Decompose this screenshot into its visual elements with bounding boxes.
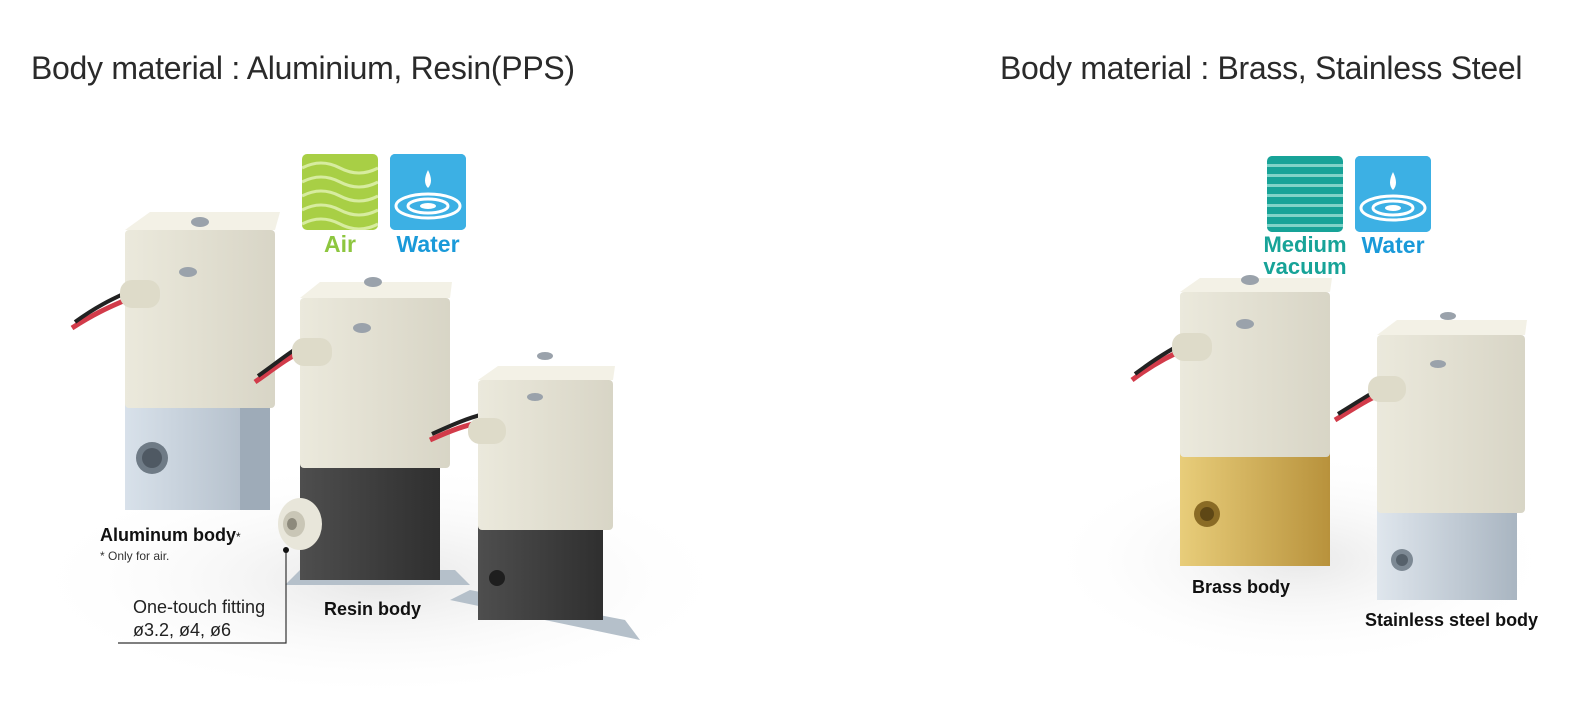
medium-vacuum-line2: vacuum xyxy=(1263,254,1347,279)
aluminum-body-text: Aluminum body xyxy=(100,525,236,545)
valves-illustration-left xyxy=(20,212,740,700)
brass-body-label: Brass body xyxy=(1192,577,1291,597)
heading-right: Body material : Brass, Stainless Steel xyxy=(1000,50,1523,86)
medium-vacuum-line1: Medium xyxy=(1263,232,1347,257)
aluminum-note: * Only for air. xyxy=(100,549,170,563)
medium-vacuum-icon xyxy=(1267,156,1343,232)
resin-body-label: Resin body xyxy=(324,599,422,619)
aluminum-body-label: Aluminum body* xyxy=(100,525,241,546)
water-icon xyxy=(1355,156,1431,232)
water-label-right: Water xyxy=(1361,232,1425,258)
air-icon xyxy=(302,154,378,230)
valves-illustration-right xyxy=(1040,275,1560,670)
heading-left: Body material : Aluminium, Resin(PPS) xyxy=(31,50,575,86)
medium-vacuum-label: Medium vacuum xyxy=(1262,234,1348,278)
air-label: Air xyxy=(324,231,356,257)
aluminum-asterisk: * xyxy=(236,530,241,544)
fitting-label-line1: One-touch fitting xyxy=(133,597,266,617)
product-figure-right: Medium vacuum Water Brass body Stainless… xyxy=(1020,130,1589,709)
fitting-label-line2: ø3.2, ø4, ø6 xyxy=(133,620,232,640)
product-figure-left: Air Water Aluminum body* * Only for air.… xyxy=(0,130,760,709)
water-icon xyxy=(390,154,466,230)
water-label: Water xyxy=(396,231,460,257)
stainless-body-label: Stainless steel body xyxy=(1365,610,1539,630)
